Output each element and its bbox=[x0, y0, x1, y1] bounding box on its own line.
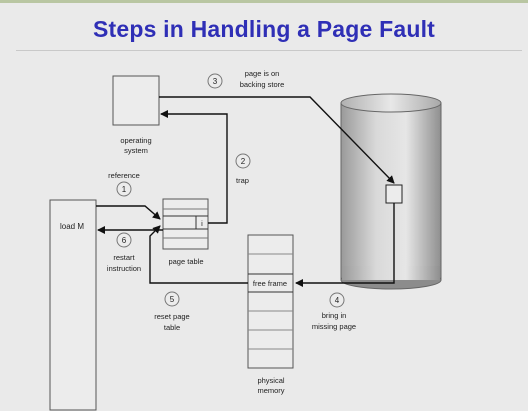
step-2: 2 trap bbox=[235, 153, 251, 185]
step-4: 4 bring in missing page bbox=[312, 292, 356, 331]
step-5-text-line2: table bbox=[164, 323, 180, 332]
step-5-number: 5 bbox=[170, 295, 175, 304]
title-divider bbox=[16, 50, 522, 51]
step-3-text-line1: page is on bbox=[245, 69, 280, 78]
step-6-text-line2: instruction bbox=[107, 264, 141, 273]
operating-system-box bbox=[112, 75, 160, 126]
step-2-text: trap bbox=[236, 176, 249, 185]
free-frame-label: free frame bbox=[253, 279, 287, 288]
arrow-trap bbox=[160, 110, 228, 224]
step-2-number: 2 bbox=[241, 157, 246, 166]
physical-memory bbox=[247, 234, 294, 369]
step-6: 6 restart instruction bbox=[107, 232, 141, 273]
step-1-text: reference bbox=[108, 171, 140, 180]
step-3: 3 page is on backing store bbox=[207, 69, 285, 89]
load-instruction: load M bbox=[60, 222, 84, 231]
os-label-line2: system bbox=[124, 146, 148, 155]
step-3-number: 3 bbox=[213, 77, 218, 86]
arrow-bring-in-page bbox=[295, 203, 395, 287]
step-4-text-line2: missing page bbox=[312, 322, 356, 331]
page-table-label: page table bbox=[168, 257, 203, 266]
arrow-page-on-backing-store bbox=[159, 96, 395, 184]
step-1-number: 1 bbox=[122, 185, 127, 194]
physical-memory-label-line1: physical bbox=[257, 376, 284, 385]
process-box bbox=[49, 199, 97, 411]
os-label-line1: operating bbox=[120, 136, 151, 145]
arrow-reset-page-table bbox=[149, 225, 248, 284]
step-4-number: 4 bbox=[335, 296, 340, 305]
step-3-text-line2: backing store bbox=[240, 80, 285, 89]
top-accent-bar bbox=[0, 0, 528, 3]
arrow-reference bbox=[96, 205, 161, 220]
page-table bbox=[162, 198, 209, 250]
step-1: 1 reference bbox=[108, 171, 140, 197]
slide-title: Steps in Handling a Page Fault bbox=[92, 16, 436, 42]
step-5-text-line1: reset page bbox=[154, 312, 189, 321]
invalid-bit: i bbox=[201, 219, 203, 228]
step-6-text-line1: restart bbox=[113, 253, 135, 262]
step-4-text-line1: bring in bbox=[322, 311, 347, 320]
missing-page-block bbox=[385, 184, 403, 204]
step-5: 5 reset page table bbox=[154, 291, 190, 332]
physical-memory-label-line2: memory bbox=[257, 386, 284, 395]
step-6-number: 6 bbox=[122, 236, 127, 245]
